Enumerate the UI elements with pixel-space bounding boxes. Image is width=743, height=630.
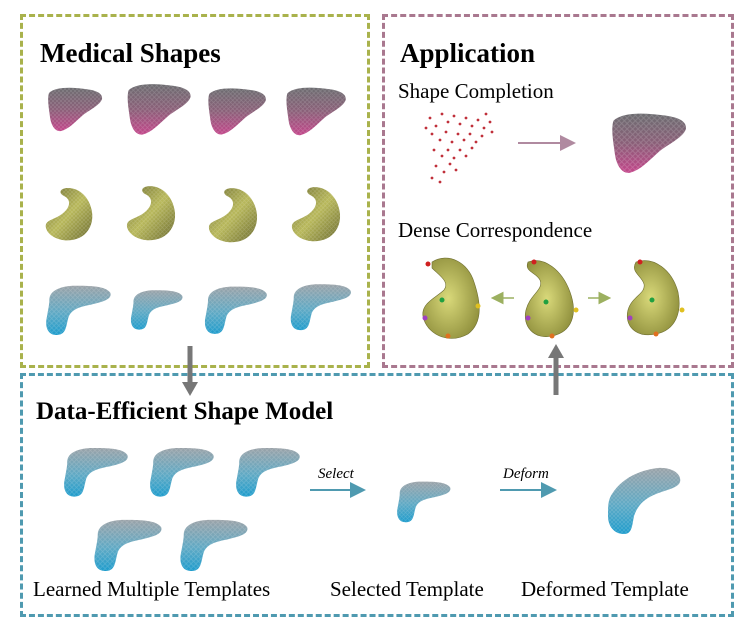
select-label: Select	[318, 466, 354, 482]
shape-completion-label: Shape Completion	[398, 79, 554, 103]
selected-template-label: Selected Template	[330, 577, 484, 601]
medical-shapes-title: Medical Shapes	[40, 38, 221, 68]
application-title: Application	[400, 38, 536, 68]
deform-label: Deform	[503, 466, 549, 482]
dense-correspondence-label: Dense Correspondence	[398, 218, 593, 242]
learned-templates-label: Learned Multiple Templates	[33, 577, 271, 601]
medical-shapes-panel	[20, 14, 370, 368]
shape-model-title: Data-Efficient Shape Model	[36, 398, 334, 425]
shape-model-panel	[20, 373, 734, 617]
deformed-template-label: Deformed Template	[521, 577, 689, 601]
